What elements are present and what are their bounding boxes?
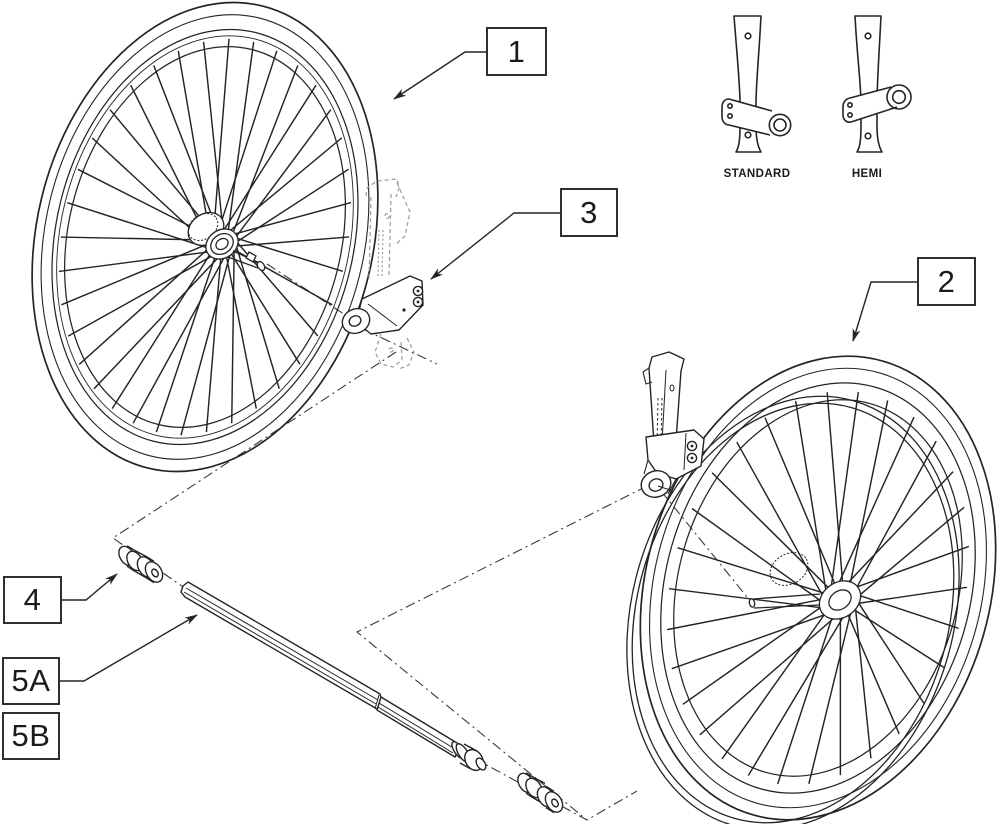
callout-box-3[interactable]: 3 [560, 188, 618, 237]
receiver-screws [686, 440, 698, 464]
standard-bracket-label: STANDARD [724, 168, 791, 180]
callout-box-5b[interactable]: 5B [2, 712, 60, 760]
callout-box-4[interactable]: 4 [3, 576, 62, 624]
bolt-hole [744, 32, 752, 40]
bolt-hole [864, 132, 872, 140]
callout-box-1[interactable]: 1 [486, 27, 547, 76]
bracket-variant-hemi [842, 15, 912, 153]
right-wheel [626, 355, 997, 824]
axle-hole [891, 89, 907, 105]
axle-hole [773, 118, 787, 132]
leader-4 [62, 573, 118, 601]
centerline-right-receiver-fold [355, 485, 648, 821]
centerlines [112, 263, 748, 821]
left-axle-receiver [341, 275, 424, 335]
callout-box-2[interactable]: 2 [917, 257, 976, 306]
axle-nut-set-rear [517, 772, 564, 814]
quick-release-pin [245, 251, 257, 263]
centerline-right-receiver-to-hub [660, 490, 748, 598]
axle-outer-tube [180, 581, 383, 710]
callout-box-5a[interactable]: 5A [2, 657, 60, 705]
leader-2 [852, 281, 917, 342]
hemi-bracket-label: HEMI [852, 168, 882, 180]
bracket-variant-standard [721, 15, 792, 153]
axle-nut-set-front [118, 545, 164, 584]
bolt-hole [864, 32, 872, 40]
leader-1 [393, 51, 486, 100]
left-frame-ghost [365, 178, 415, 370]
axle-end-ferrule [451, 740, 487, 772]
right-wheel-hub [748, 552, 862, 620]
callout-leaders [60, 51, 917, 682]
receiver-screws [412, 285, 424, 308]
axle-assembly [118, 545, 564, 814]
leader-5a [60, 614, 198, 682]
centerline-left-receiver-exit [362, 328, 438, 365]
right-axle-receiver [640, 351, 705, 498]
left-wheel [31, 1, 379, 473]
leader-3 [430, 212, 560, 280]
bolt-hole [744, 131, 752, 139]
left-wheel-hub [187, 211, 266, 272]
